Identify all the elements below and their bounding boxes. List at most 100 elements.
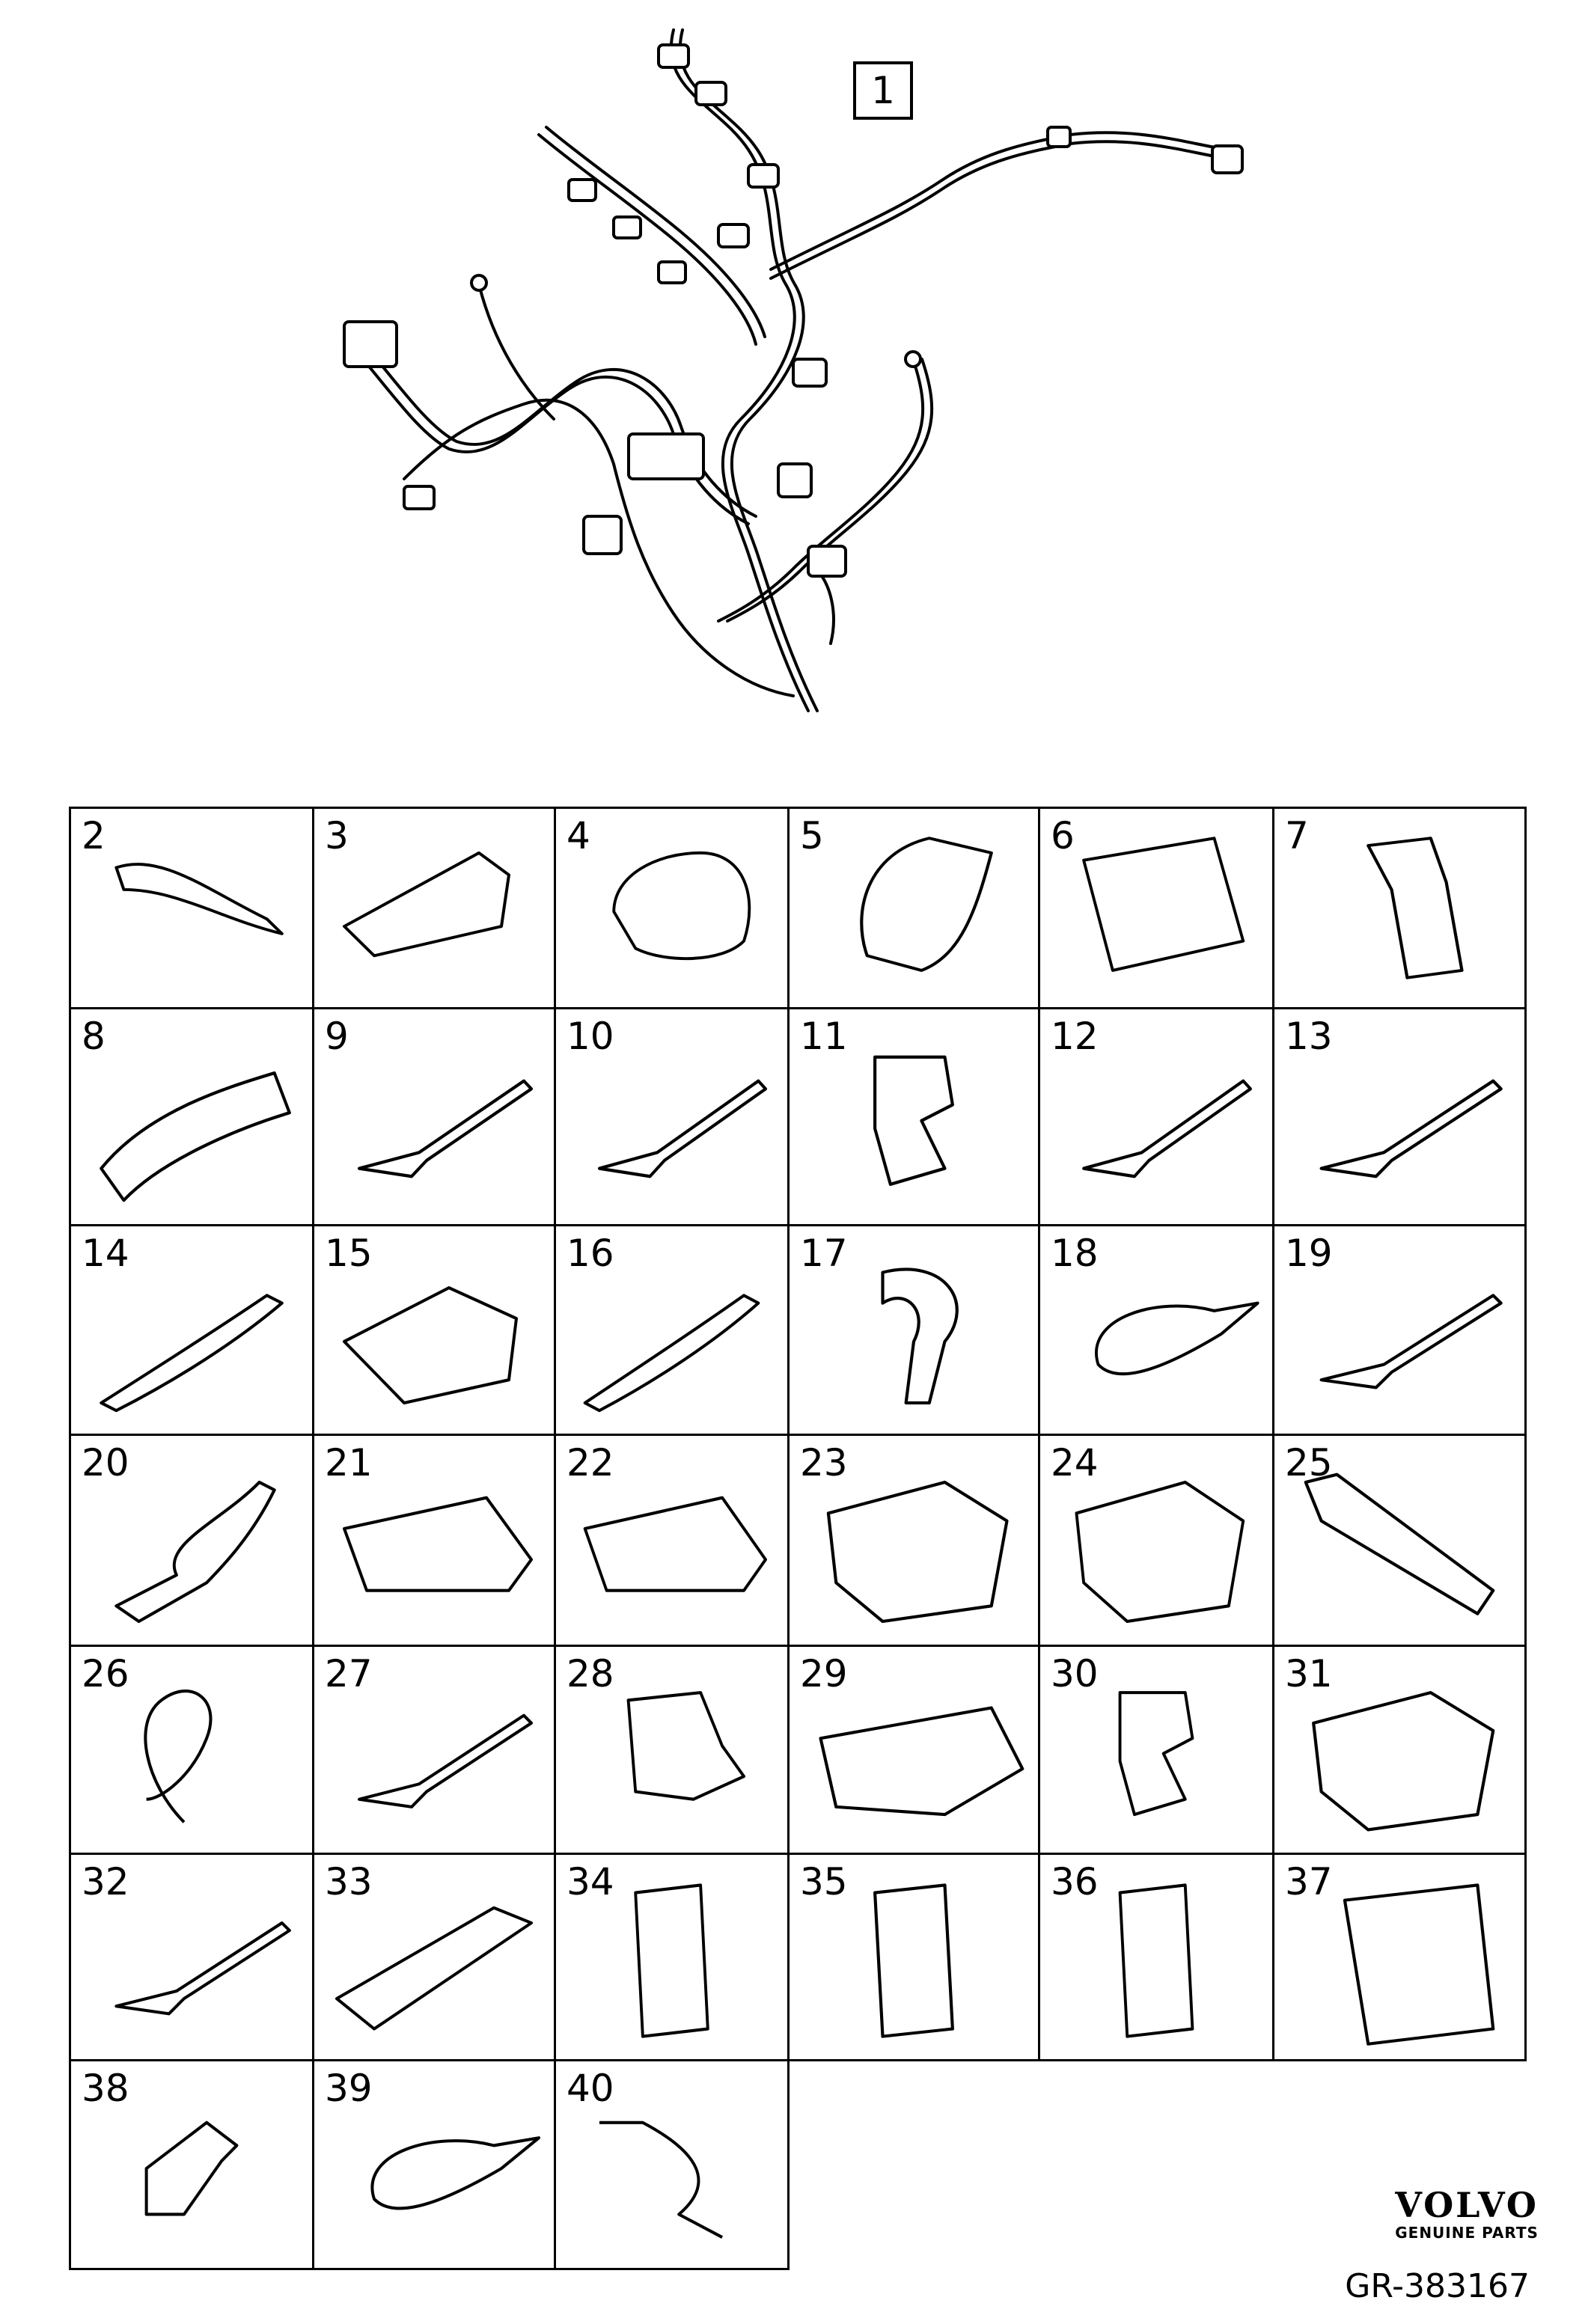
part-number: 28 (567, 1652, 614, 1695)
part-number: 4 (567, 814, 590, 857)
bolt-icon (144, 2120, 239, 2216)
part-number: 36 (1051, 1860, 1099, 1903)
part-cell: 26 (69, 1645, 314, 1855)
part-cell: 14 (69, 1224, 314, 1436)
part-number: 2 (82, 814, 106, 857)
harness-cables (343, 28, 1229, 712)
part-cell: 2 (69, 807, 314, 1009)
part-number: 13 (1285, 1015, 1333, 1058)
part-number: 10 (567, 1015, 614, 1058)
diagram-reference: GR-383167 (1345, 2267, 1530, 2305)
bracket-clip-icon (343, 851, 510, 958)
harness-connectors (343, 43, 1244, 578)
part-number: 31 (1285, 1652, 1333, 1695)
part-cell: 18 (1038, 1224, 1274, 1436)
part-cell: 39 (312, 2059, 556, 2270)
part-cell: 13 (1272, 1007, 1527, 1226)
connector-housing-icon (1312, 1691, 1495, 1832)
part-cell: 24 (1038, 1434, 1274, 1647)
grommet-icon (612, 851, 751, 961)
part-cell: 15 (312, 1224, 556, 1436)
part-cell: 37 (1272, 1853, 1527, 2061)
part-number: 37 (1285, 1860, 1333, 1903)
part-number: 3 (325, 814, 349, 857)
part-number: 29 (800, 1652, 848, 1695)
part-cell: 10 (554, 1007, 790, 1226)
part-cell: 31 (1272, 1645, 1527, 1855)
bracket-icon (873, 1883, 954, 2038)
cover-channel-icon (583, 1496, 767, 1592)
bracket-icon (634, 1883, 709, 2038)
part-cell: 36 (1038, 1853, 1274, 2061)
part-number: 18 (1051, 1232, 1099, 1275)
part-number: 6 (1051, 814, 1075, 857)
part-number: 14 (82, 1232, 129, 1275)
part-cell: 30 (1038, 1645, 1274, 1855)
ground-cable-icon (599, 2120, 723, 2239)
part-cell: 20 (69, 1434, 314, 1647)
part-cell: 7 (1272, 807, 1527, 1009)
loop-tie-icon (1095, 1301, 1259, 1376)
part-number: 23 (800, 1441, 848, 1484)
part-number: 12 (1051, 1015, 1099, 1058)
part-cell: 27 (312, 1645, 556, 1855)
connector-housing-icon (826, 1480, 1009, 1624)
double-clip-icon (1118, 1691, 1194, 1817)
part-number: 33 (325, 1860, 373, 1903)
part-number: 35 (800, 1860, 848, 1903)
part-number: 34 (567, 1860, 614, 1903)
part-number: 5 (800, 814, 824, 857)
part-cell: 35 (787, 1853, 1040, 2061)
cable-tie-clip-icon (114, 1921, 291, 2016)
channel-icon (335, 1906, 533, 2031)
part-cell: 19 (1272, 1224, 1527, 1436)
part-number: 27 (325, 1652, 373, 1695)
part-cell: 38 (69, 2059, 314, 2270)
cable-tie-icon (100, 1294, 284, 1413)
part-number: 11 (800, 1015, 848, 1058)
part-number: 32 (82, 1860, 129, 1903)
clip-holder-icon (343, 1286, 518, 1405)
part-cell: 5 (787, 807, 1040, 1009)
part-number: 9 (325, 1015, 349, 1058)
part-cell: 40 (554, 2059, 790, 2270)
loop-tie-icon (370, 2136, 540, 2210)
holder-icon (626, 1691, 745, 1801)
brand-block: VOLVO GENUINE PARTS (1395, 2185, 1539, 2242)
part-number: 38 (82, 2067, 129, 2110)
loop-cord-icon (144, 1690, 213, 1823)
part-cell: 12 (1038, 1007, 1274, 1226)
part-cell: 33 (312, 1853, 556, 2061)
cable-tie-clip-icon (1319, 1079, 1503, 1178)
brand-tagline: GENUINE PARTS (1395, 2224, 1539, 2242)
part-number: 26 (82, 1652, 129, 1695)
part-number: 21 (325, 1441, 373, 1484)
cover-channel-icon (343, 1496, 533, 1592)
part-number: 20 (82, 1441, 129, 1484)
part-cell: 21 (312, 1434, 556, 1647)
double-clip-icon (873, 1055, 954, 1186)
corrugated-tube-icon (100, 1071, 291, 1202)
plate-grommet-icon (1082, 837, 1245, 972)
part-number: 8 (82, 1015, 106, 1058)
bracket-icon (1118, 1883, 1194, 2038)
part-cell: 3 (312, 807, 556, 1009)
strap-icon (1304, 1473, 1495, 1615)
part-number: 19 (1285, 1232, 1333, 1275)
part-cell: 6 (1038, 807, 1274, 1009)
connector-cap-icon (1366, 837, 1464, 979)
duct-channel-icon (114, 863, 284, 935)
part-number: 16 (567, 1232, 614, 1275)
part-cell: 28 (554, 1645, 790, 1855)
part-number: 25 (1285, 1441, 1333, 1484)
part-cell: 25 (1272, 1434, 1527, 1647)
part-cell: 9 (312, 1007, 556, 1226)
part-number: 24 (1051, 1441, 1099, 1484)
cable-tie-clip-icon (1082, 1079, 1252, 1178)
part-cell: 23 (787, 1434, 1040, 1647)
part-number: 7 (1285, 814, 1309, 857)
part-number: 17 (800, 1232, 848, 1275)
cable-tie-clip-icon (358, 1713, 533, 1808)
tie-mount-icon (114, 1480, 276, 1624)
part-number: 30 (1051, 1652, 1099, 1695)
